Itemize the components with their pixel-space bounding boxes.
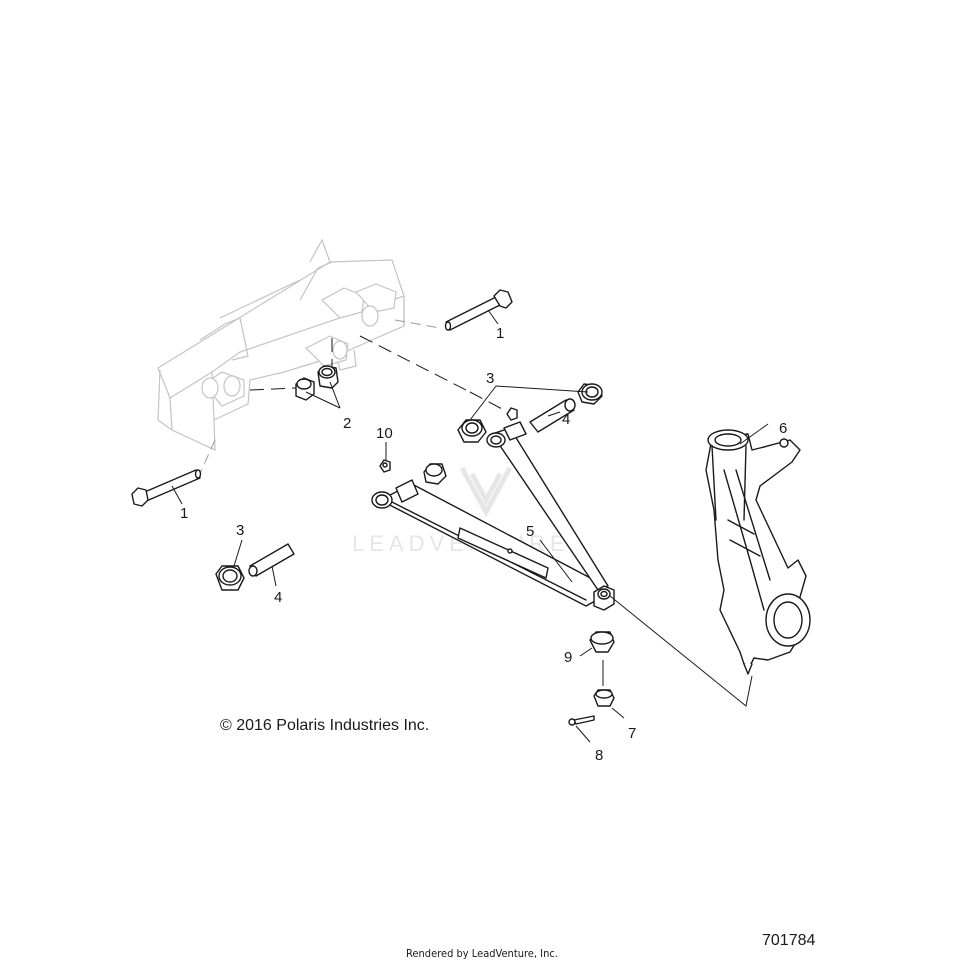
- bushing-upper-right: [577, 383, 603, 405]
- callout-5: 5: [526, 523, 534, 540]
- callouts: 1 1 2 3 3 4 4 5 6 7 8 9 10: [180, 325, 787, 764]
- callout-10: 10: [376, 425, 393, 442]
- callout-1-lower: 1: [180, 505, 188, 522]
- grease-fitting: [379, 459, 391, 473]
- cotter-pin: [568, 715, 595, 726]
- leader-lines: [171, 309, 769, 743]
- spindle-knuckle: [705, 429, 811, 675]
- frame-ghost: [157, 238, 405, 451]
- assembly-lines: [197, 319, 505, 479]
- callout-6: 6: [779, 420, 787, 437]
- bolt-upper: [444, 289, 513, 331]
- callout-2: 2: [343, 415, 351, 432]
- bushing-left: [215, 565, 245, 591]
- sleeve-upper: [529, 398, 576, 433]
- copyright-text: © 2016 Polaris Industries Inc.: [220, 717, 430, 734]
- diagram-id: 701784: [762, 932, 816, 949]
- callout-7: 7: [628, 725, 636, 742]
- sleeve-left: [248, 543, 295, 577]
- watermark-logo: [459, 466, 513, 518]
- bushings-pair: [295, 365, 339, 401]
- a-arm: [371, 421, 615, 611]
- callout-9: 9: [564, 649, 572, 666]
- callout-4-left: 4: [274, 589, 282, 606]
- bushing-arm-rear: [423, 463, 447, 485]
- castle-nut: [593, 689, 615, 707]
- rendered-by-text: Rendered by LeadVenture, Inc.: [406, 947, 558, 960]
- bushing-arm-front: [457, 419, 487, 443]
- bolt-lower: [131, 469, 202, 507]
- callout-1-upper: 1: [496, 325, 504, 342]
- callout-3-upper: 3: [486, 370, 494, 387]
- dust-boot: [589, 631, 615, 653]
- callout-4-upper: 4: [562, 411, 570, 428]
- callout-3-left: 3: [236, 522, 244, 539]
- callout-8: 8: [595, 747, 603, 764]
- grease-fitting-top: [506, 407, 518, 421]
